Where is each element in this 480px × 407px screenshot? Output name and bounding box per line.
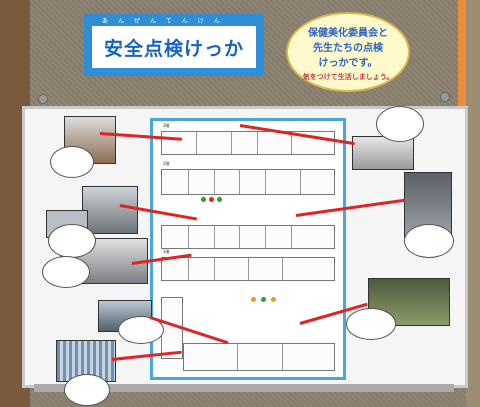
comment-bubble [64, 374, 110, 406]
map-gym-area [183, 343, 335, 371]
school-floor-map: 3階 2階 1階 [150, 118, 346, 380]
note-oval: 保健美化委員会と 先生たちの点検 けっかです。 気をつけて生活しましょう。 [286, 12, 410, 92]
map-floor-3-label: 3階 [163, 123, 170, 128]
comment-bubble [42, 256, 90, 288]
comment-bubble [48, 224, 96, 258]
comment-bubble [404, 224, 454, 258]
magnet-pin [38, 94, 48, 104]
map-floor-2-label: 2階 [163, 161, 170, 166]
photo-toilet-2 [82, 186, 138, 234]
comment-bubble [376, 106, 424, 142]
note-line-4: 気をつけて生活しましょう。 [302, 73, 394, 81]
map-floor-1-upper [161, 257, 335, 281]
note-line-1: 保健美化委員会と [308, 28, 388, 39]
whiteboard-tray [34, 384, 454, 392]
magnet-pin [440, 92, 450, 102]
orange-paper-strip [458, 0, 466, 140]
page-title: 安全点検けっか [103, 37, 244, 60]
note-line-2: 先生たちの点検 [313, 43, 383, 54]
map-floor-1-label: 1階 [163, 249, 170, 254]
title-ruby: あんぜんてんけん [102, 18, 230, 25]
map-floor-2-lower [161, 225, 335, 249]
comment-bubble [50, 146, 94, 178]
comment-bubble [346, 308, 396, 340]
title-inner: 安全点検けっか [92, 26, 256, 68]
note-line-3: けっかです。 [318, 58, 378, 69]
map-floor-2-upper [161, 169, 335, 195]
wall-frame-right [466, 0, 480, 407]
title-card: あんぜんてんけん 安全点検けっか [84, 14, 264, 76]
